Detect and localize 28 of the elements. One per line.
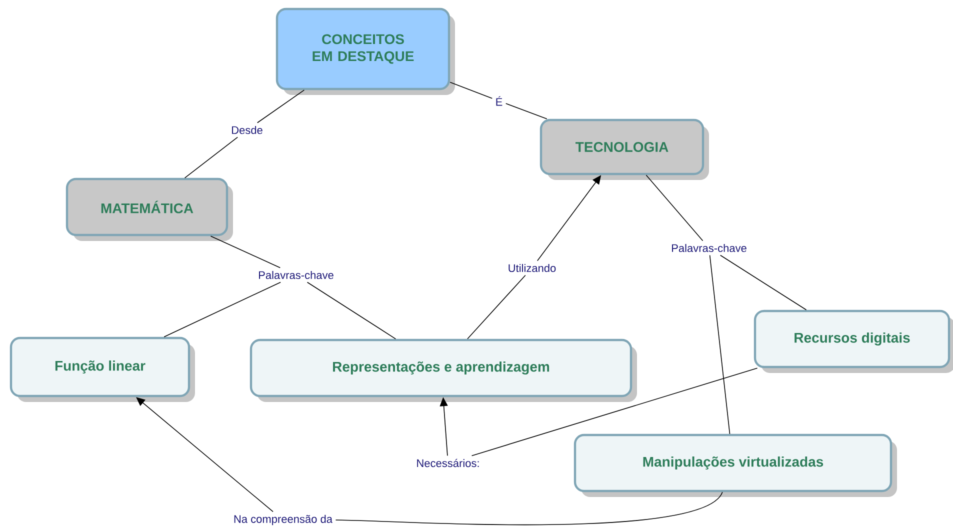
concept-box: Manipulações virtualizadas <box>574 434 897 497</box>
connector-line <box>184 136 238 178</box>
linking-phrase: Na compreensão da <box>234 514 332 526</box>
connector-line <box>136 397 274 512</box>
linking-phrase: Utilizando <box>508 264 556 272</box>
connector-line <box>505 103 548 120</box>
connector-line <box>646 174 704 242</box>
concept-box: TECNOLOGIA <box>540 118 709 180</box>
linking-phrase: É <box>496 96 502 106</box>
linking-phrase: Palavras-chave <box>672 244 746 252</box>
concept-box: CONCEITOS EM DESTAQUE <box>276 8 455 95</box>
connector-line <box>471 368 758 456</box>
connector-line <box>467 274 526 340</box>
concept-box: Função linear <box>10 336 195 402</box>
linking-phrase: Necessários: <box>417 458 479 468</box>
connector-line <box>335 492 723 526</box>
connector-line <box>256 90 305 124</box>
connector-line <box>164 282 281 338</box>
connector-line <box>210 236 281 268</box>
concept-box: Recursos digitais <box>754 310 953 373</box>
connector-line <box>306 282 396 340</box>
connector-line <box>709 254 730 434</box>
concept-box: MATEMÁTICA <box>66 178 233 241</box>
linking-phrase: Palavras-chave <box>259 270 334 280</box>
concept-box: Representações e aprendizagem <box>250 338 637 402</box>
connector-line <box>450 82 493 99</box>
linking-phrase: Desde <box>232 126 262 134</box>
connector-line <box>720 254 807 310</box>
